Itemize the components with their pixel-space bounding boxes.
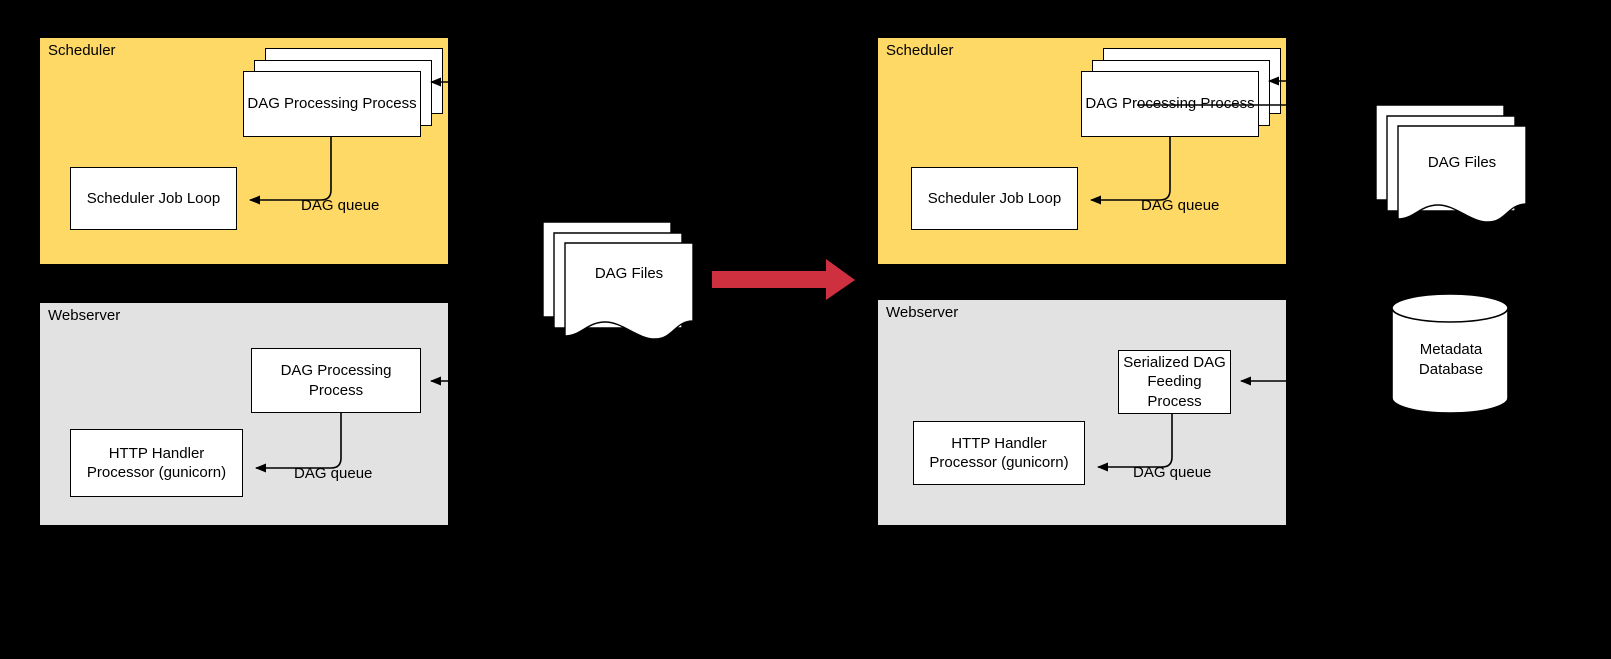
right-webserver-dag-queue-label: DAG queue	[1133, 464, 1212, 481]
left-webserver-dag-processing-process[interactable]: DAG Processing Process	[251, 348, 421, 413]
left-scheduler-panel-label: Scheduler	[48, 42, 116, 59]
right-scheduler-dag-processing-process[interactable]: DAG Processing Process	[1081, 71, 1259, 137]
right-webserver-http-handler[interactable]: HTTP Handler Processor (gunicorn)	[913, 421, 1085, 485]
right-dag-files-label: DAG Files	[1427, 154, 1497, 171]
left-scheduler-dag-processing-process[interactable]: DAG Processing Process	[243, 71, 421, 137]
red-right-arrow-icon	[712, 259, 855, 300]
metadata-database-label: Metadata Database	[1392, 340, 1510, 379]
right-dag-files-svg	[1375, 104, 1527, 223]
right-scheduler-panel-label: Scheduler	[886, 42, 954, 59]
right-scheduler-dag-queue-label: DAG queue	[1141, 197, 1220, 214]
right-webserver-serialized-dag-feeding-process[interactable]: Serialized DAG Feeding Process	[1118, 350, 1231, 414]
right-webserver-panel-label: Webserver	[886, 304, 959, 321]
center-dag-files-label: DAG Files	[594, 265, 664, 282]
center-dag-files-svg	[542, 221, 694, 340]
left-scheduler-job-loop[interactable]: Scheduler Job Loop	[70, 167, 237, 230]
right-dag-files-stack: DAG Files	[1368, 100, 1543, 235]
metadata-database-label-line2: Database	[1418, 360, 1484, 378]
left-webserver-dag-queue-label: DAG queue	[294, 465, 373, 482]
left-webserver-panel-label: Webserver	[48, 307, 121, 324]
database-cylinder-icon	[1391, 293, 1509, 414]
right-scheduler-job-loop[interactable]: Scheduler Job Loop	[911, 167, 1078, 230]
left-webserver-http-handler[interactable]: HTTP Handler Processor (gunicorn)	[70, 429, 243, 497]
center-dag-files-stack: DAG Files	[533, 217, 708, 352]
metadata-database-shape: Metadata Database	[1390, 292, 1515, 422]
left-scheduler-dag-queue-label: DAG queue	[301, 197, 380, 214]
metadata-database-label-line1: Metadata	[1419, 341, 1483, 358]
